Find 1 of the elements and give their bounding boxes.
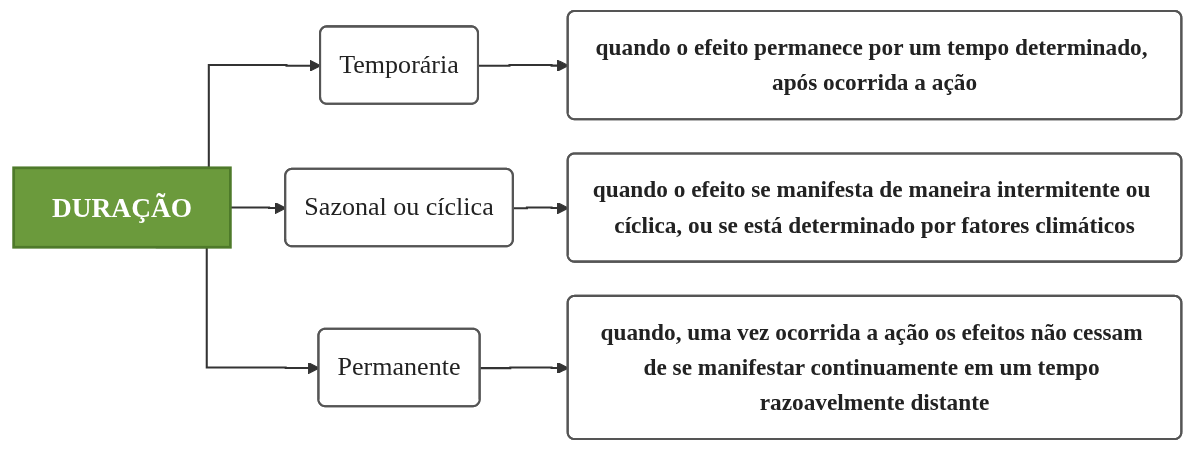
node-box: DURAÇÃO	[12, 166, 232, 249]
